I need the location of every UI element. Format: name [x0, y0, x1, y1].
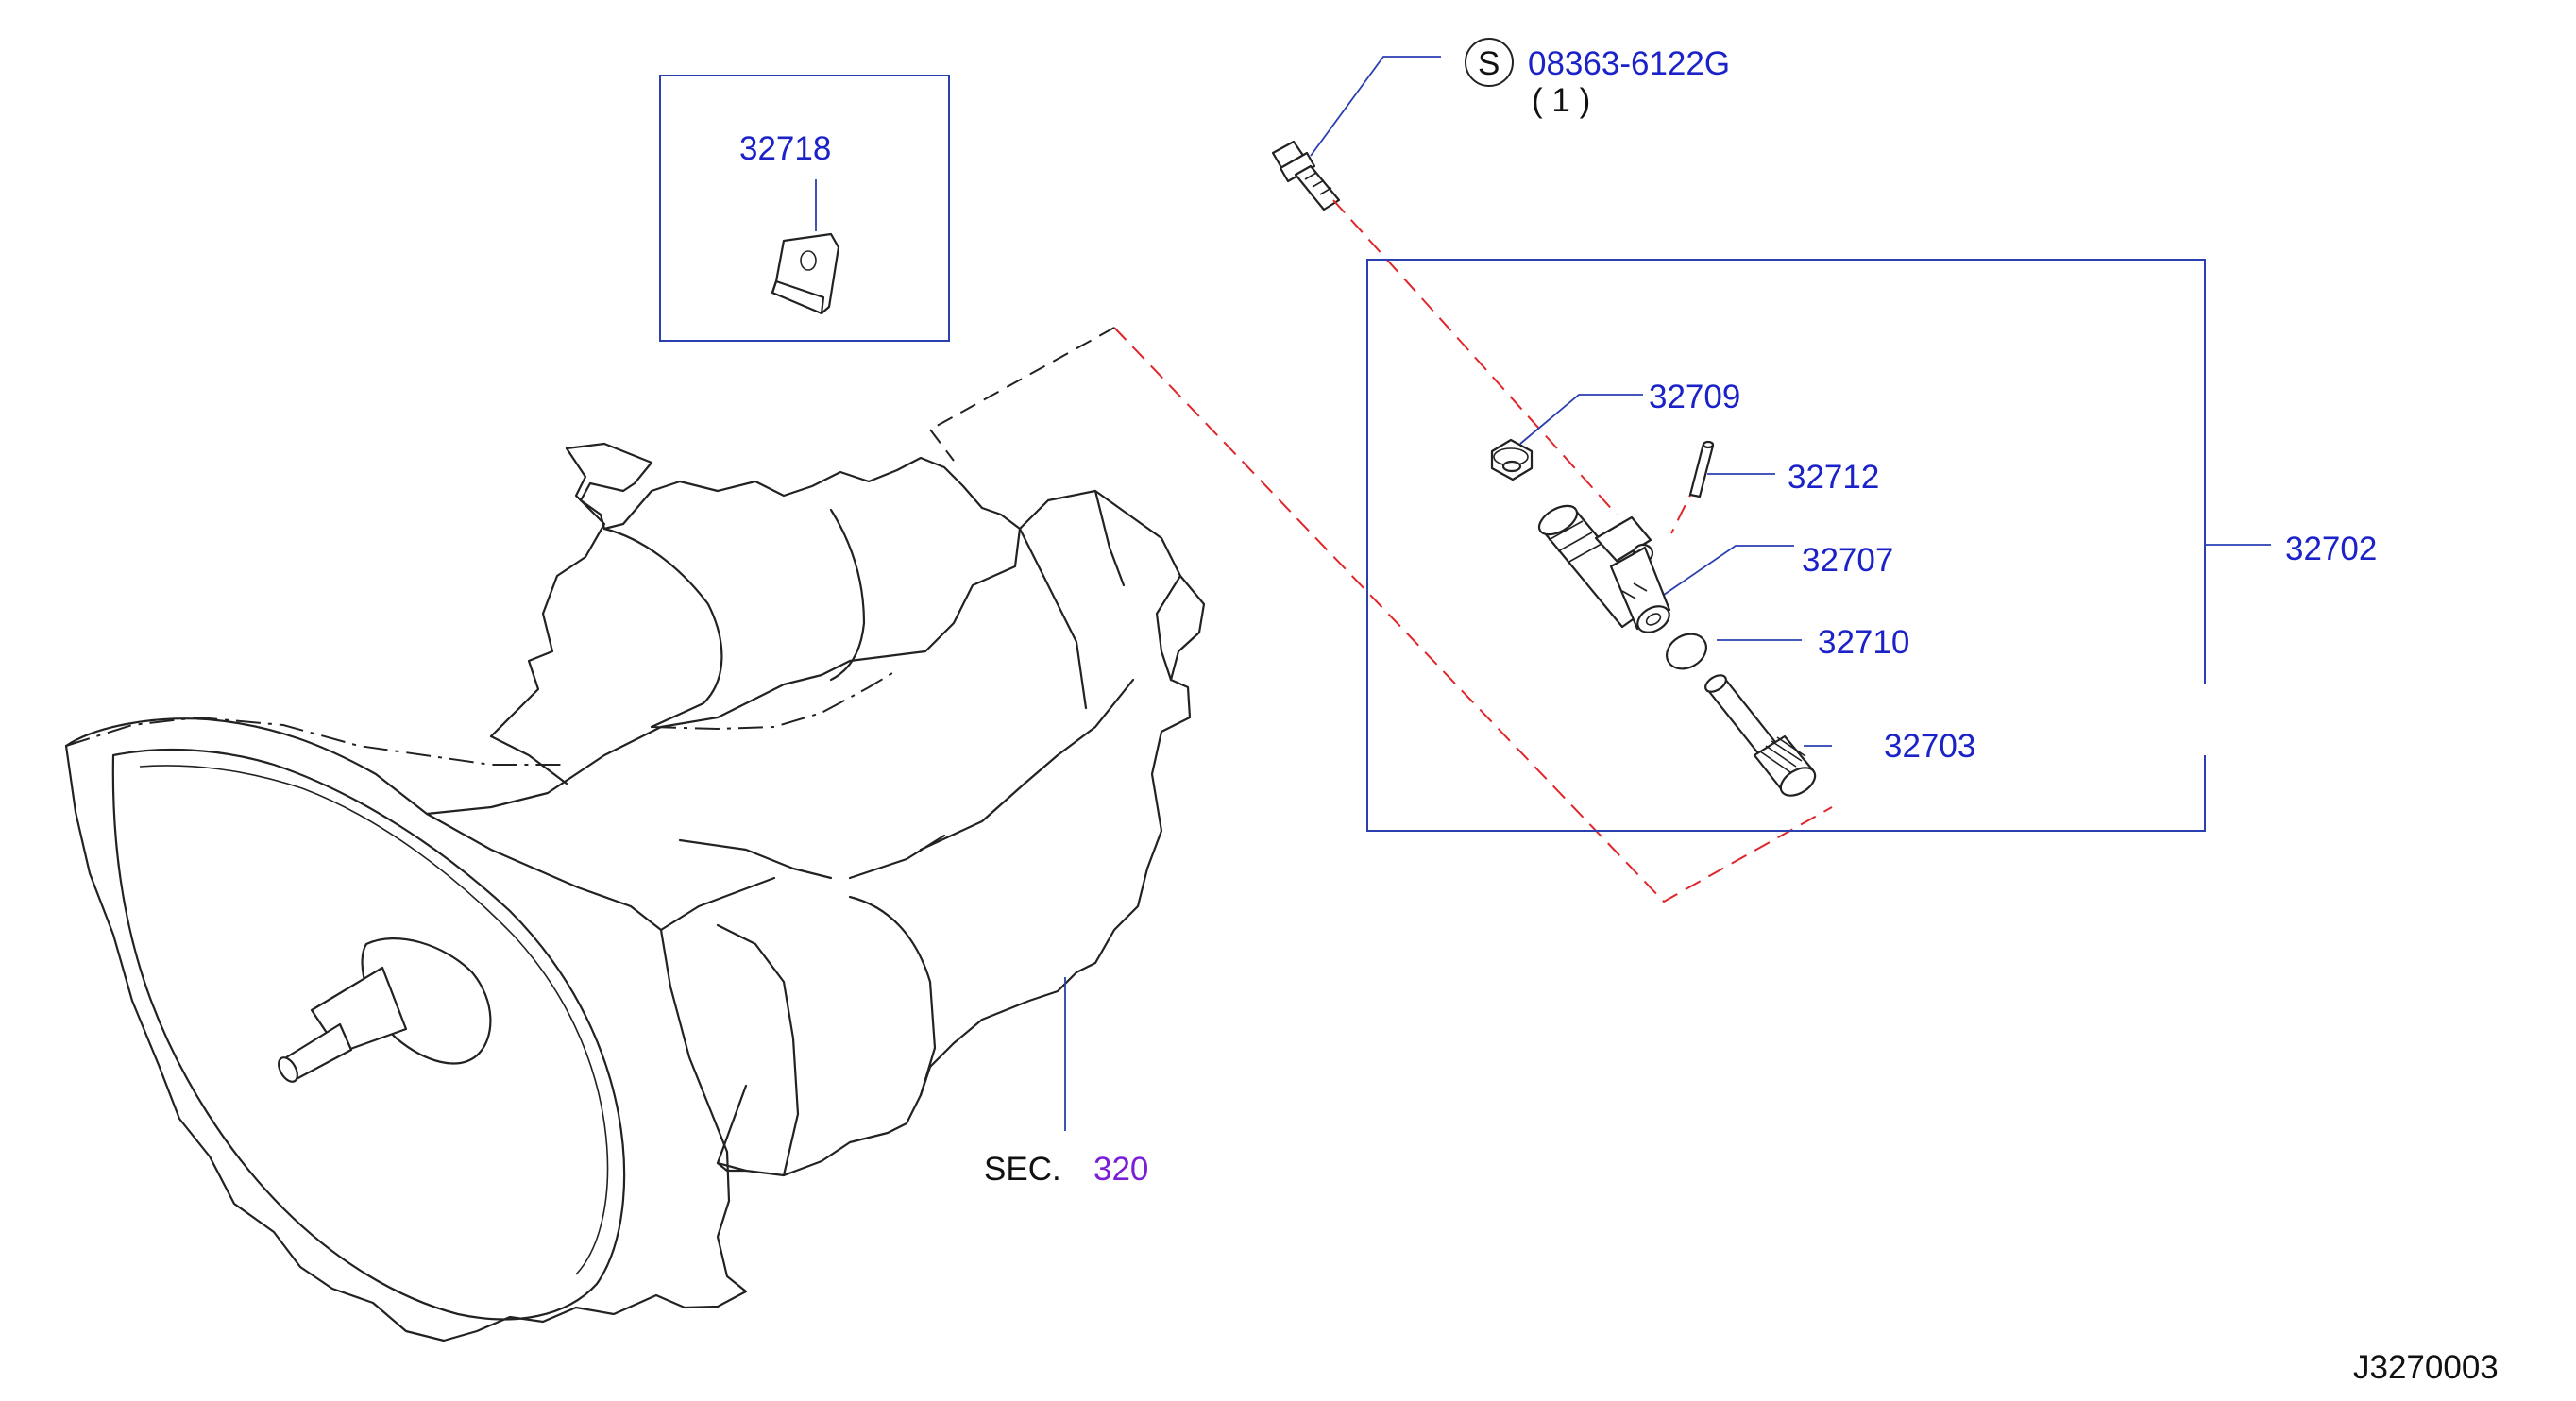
- gear-part: [1704, 674, 1817, 797]
- pin-part-number: 32712: [1788, 459, 1879, 496]
- pin-callout: 32712: [1688, 440, 1879, 498]
- oring-part-number: 32710: [1818, 624, 1909, 661]
- cap-callout: 32709: [1490, 379, 1740, 481]
- assembly-frame: 32702: [1366, 259, 2377, 832]
- explode-lines: [929, 199, 1833, 903]
- clip-part-number: 32718: [739, 130, 831, 167]
- cap-leader: [1519, 394, 1643, 445]
- clip-part: [771, 232, 840, 315]
- assembly-part-number: 32702: [2285, 531, 2377, 567]
- clip-inset: 32718: [659, 75, 950, 342]
- cap-part: [1490, 438, 1534, 481]
- drawing-id: J3270003: [2353, 1349, 2499, 1386]
- bolt-symbol: S: [1478, 45, 1500, 82]
- sleeve-part: [1537, 504, 1671, 633]
- sleeve-leader: [1663, 545, 1794, 596]
- sleeve-callout: 32707: [1537, 504, 1893, 633]
- bolt-leader: [1310, 56, 1441, 157]
- bolt-quantity: ( 1 ): [1532, 82, 1590, 119]
- bolt-part: [1271, 140, 1341, 211]
- gear-callout: 32703: [1704, 674, 1975, 797]
- section-number: 320: [1093, 1151, 1148, 1188]
- bolt-part-number: 08363-6122G: [1528, 45, 1730, 82]
- sleeve-part-number: 32707: [1802, 542, 1893, 579]
- section-reference: SEC. 320: [984, 977, 1148, 1188]
- case-left-lump: [489, 447, 606, 738]
- oring-callout: 32710: [1666, 624, 1909, 670]
- pin-part: [1688, 440, 1715, 498]
- bolt-symbol-circle: [1465, 38, 1514, 87]
- input-shaft: [278, 937, 492, 1083]
- assembly-frame-outline: [1366, 259, 2206, 832]
- case-inner-lines: [602, 527, 723, 729]
- section-prefix: SEC.: [984, 1151, 1061, 1188]
- main-case: [425, 489, 1206, 1177]
- case-parting-line: [65, 716, 567, 766]
- cap-part-number: 32709: [1649, 379, 1740, 415]
- bolt-callout: S 08363-6122G ( 1 ): [1271, 38, 1730, 211]
- transmission-illustration: [64, 442, 1206, 1342]
- bell-housing-flange: [111, 748, 626, 1321]
- oring-part: [1666, 633, 1707, 670]
- bell-housing: [64, 717, 748, 1342]
- gear-part-number: 32703: [1884, 728, 1975, 765]
- clip-inset-frame: [659, 75, 950, 342]
- case-upper-ridge: [565, 442, 1022, 531]
